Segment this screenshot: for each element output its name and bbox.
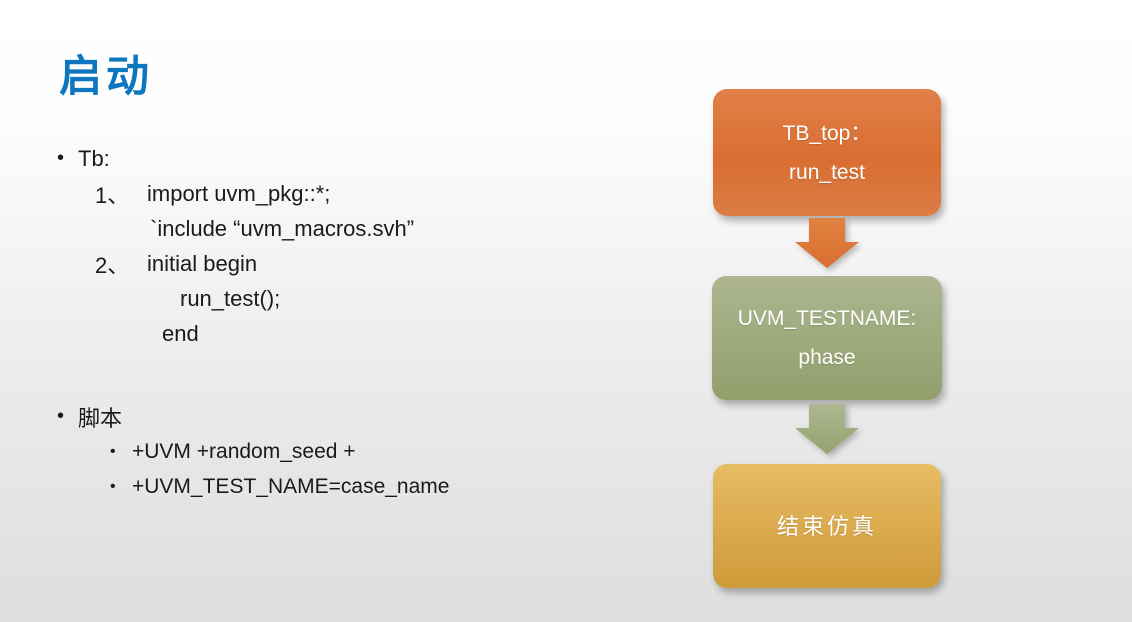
node-line: 结束仿真 xyxy=(776,513,877,539)
bullet-tb: • Tb: xyxy=(55,141,675,176)
script-text: +UVM +random_seed + xyxy=(132,439,356,463)
code-text: import uvm_pkg::*; xyxy=(147,180,331,206)
node-line: run_test xyxy=(789,160,865,184)
section-label-script: 脚本 xyxy=(78,405,123,431)
list-number: 1、 xyxy=(95,182,130,208)
page-title: 启动 xyxy=(59,53,153,101)
node-line: phase xyxy=(798,346,856,369)
node-line: UVM_TESTNAME: xyxy=(737,307,917,330)
script-item-testname: • +UVM_TEST_NAME=case_name xyxy=(55,469,675,504)
down-arrow-icon xyxy=(795,218,859,268)
code-line-import: 1、 import uvm_pkg::*; xyxy=(55,176,675,211)
section-label-tb: Tb: xyxy=(78,145,110,171)
bullet-icon: • xyxy=(110,442,116,460)
code-line-initial: 2、 initial begin xyxy=(55,246,675,281)
list-number: 2、 xyxy=(95,252,130,278)
code-text: `include “uvm_macros.svh” xyxy=(150,215,415,241)
content-area: • Tb: 1、 import uvm_pkg::*; `include “uv… xyxy=(55,141,675,504)
bullet-icon: • xyxy=(57,405,65,427)
code-text: end xyxy=(162,320,199,346)
bullet-icon: • xyxy=(110,477,116,495)
flow-node-tb-top: TB_top： run_test xyxy=(713,89,941,216)
code-line-include: `include “uvm_macros.svh” xyxy=(55,211,675,246)
bullet-icon: • xyxy=(57,147,65,169)
script-text: +UVM_TEST_NAME=case_name xyxy=(132,474,450,498)
bullet-script: • 脚本 xyxy=(55,399,675,434)
down-arrow-icon xyxy=(795,404,859,454)
code-text: initial begin xyxy=(147,250,258,276)
node-line: TB_top： xyxy=(782,121,872,145)
flow-node-end-simulation: 结束仿真 xyxy=(713,464,941,588)
code-line-end: end xyxy=(55,316,675,351)
code-text: run_test(); xyxy=(180,285,281,311)
script-item-uvm-seed: • +UVM +random_seed + xyxy=(55,434,675,469)
flow-node-uvm-testname: UVM_TESTNAME: phase xyxy=(712,276,942,400)
code-line-runtest: run_test(); xyxy=(55,281,675,316)
